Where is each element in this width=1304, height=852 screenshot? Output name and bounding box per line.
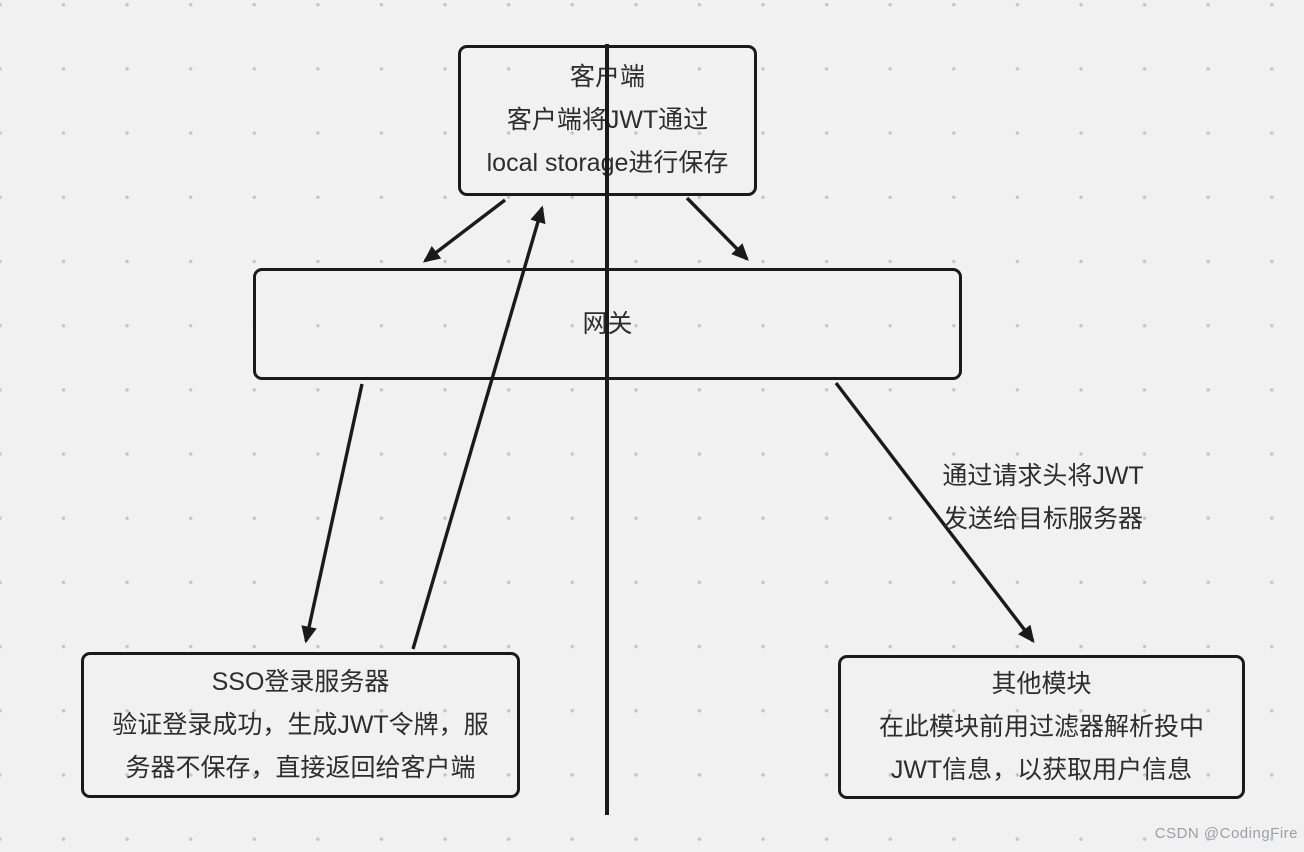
node-other-title: 其他模块 (991, 669, 1092, 698)
node-other-line: 在此模块前用过滤器解析投中 (878, 712, 1204, 741)
watermark: CSDN @CodingFire (1154, 825, 1298, 842)
node-client-line: local storage进行保存 (486, 149, 729, 177)
node-sso-title: SSO登录服务器 (211, 667, 390, 696)
edge-label-line: 通过请求头将JWT (942, 462, 1144, 490)
node-gateway-title: 网关 (582, 309, 633, 338)
node-client-line: 客户端将JWT通过 (506, 106, 709, 134)
edge-gateway-to-sso (301, 383, 364, 644)
node-client: 客户端 客户端将JWT通过 local storage进行保存 (458, 45, 757, 196)
node-other-modules: 其他模块 在此模块前用过滤器解析投中 JWT信息，以获取用户信息 (838, 655, 1245, 799)
edge-label-line: 发送给目标服务器 (942, 505, 1143, 533)
node-sso-line: 务器不保存，直接返回给客户端 (125, 753, 476, 782)
node-gateway: 网关 (253, 268, 962, 380)
edge-label-jwt-forward: 通过请求头将JWT 发送给目标服务器 (915, 455, 1171, 541)
edge-client-to-gateway-right (685, 196, 749, 261)
node-client-title: 客户端 (569, 63, 645, 91)
node-other-line: JWT信息，以获取用户信息 (890, 755, 1193, 784)
edge-client-to-gateway-left (422, 198, 507, 263)
node-sso-server: SSO登录服务器 验证登录成功，生成JWT令牌，服 务器不保存，直接返回给客户端 (81, 652, 520, 798)
node-sso-line: 验证登录成功，生成JWT令牌，服 (112, 710, 489, 739)
